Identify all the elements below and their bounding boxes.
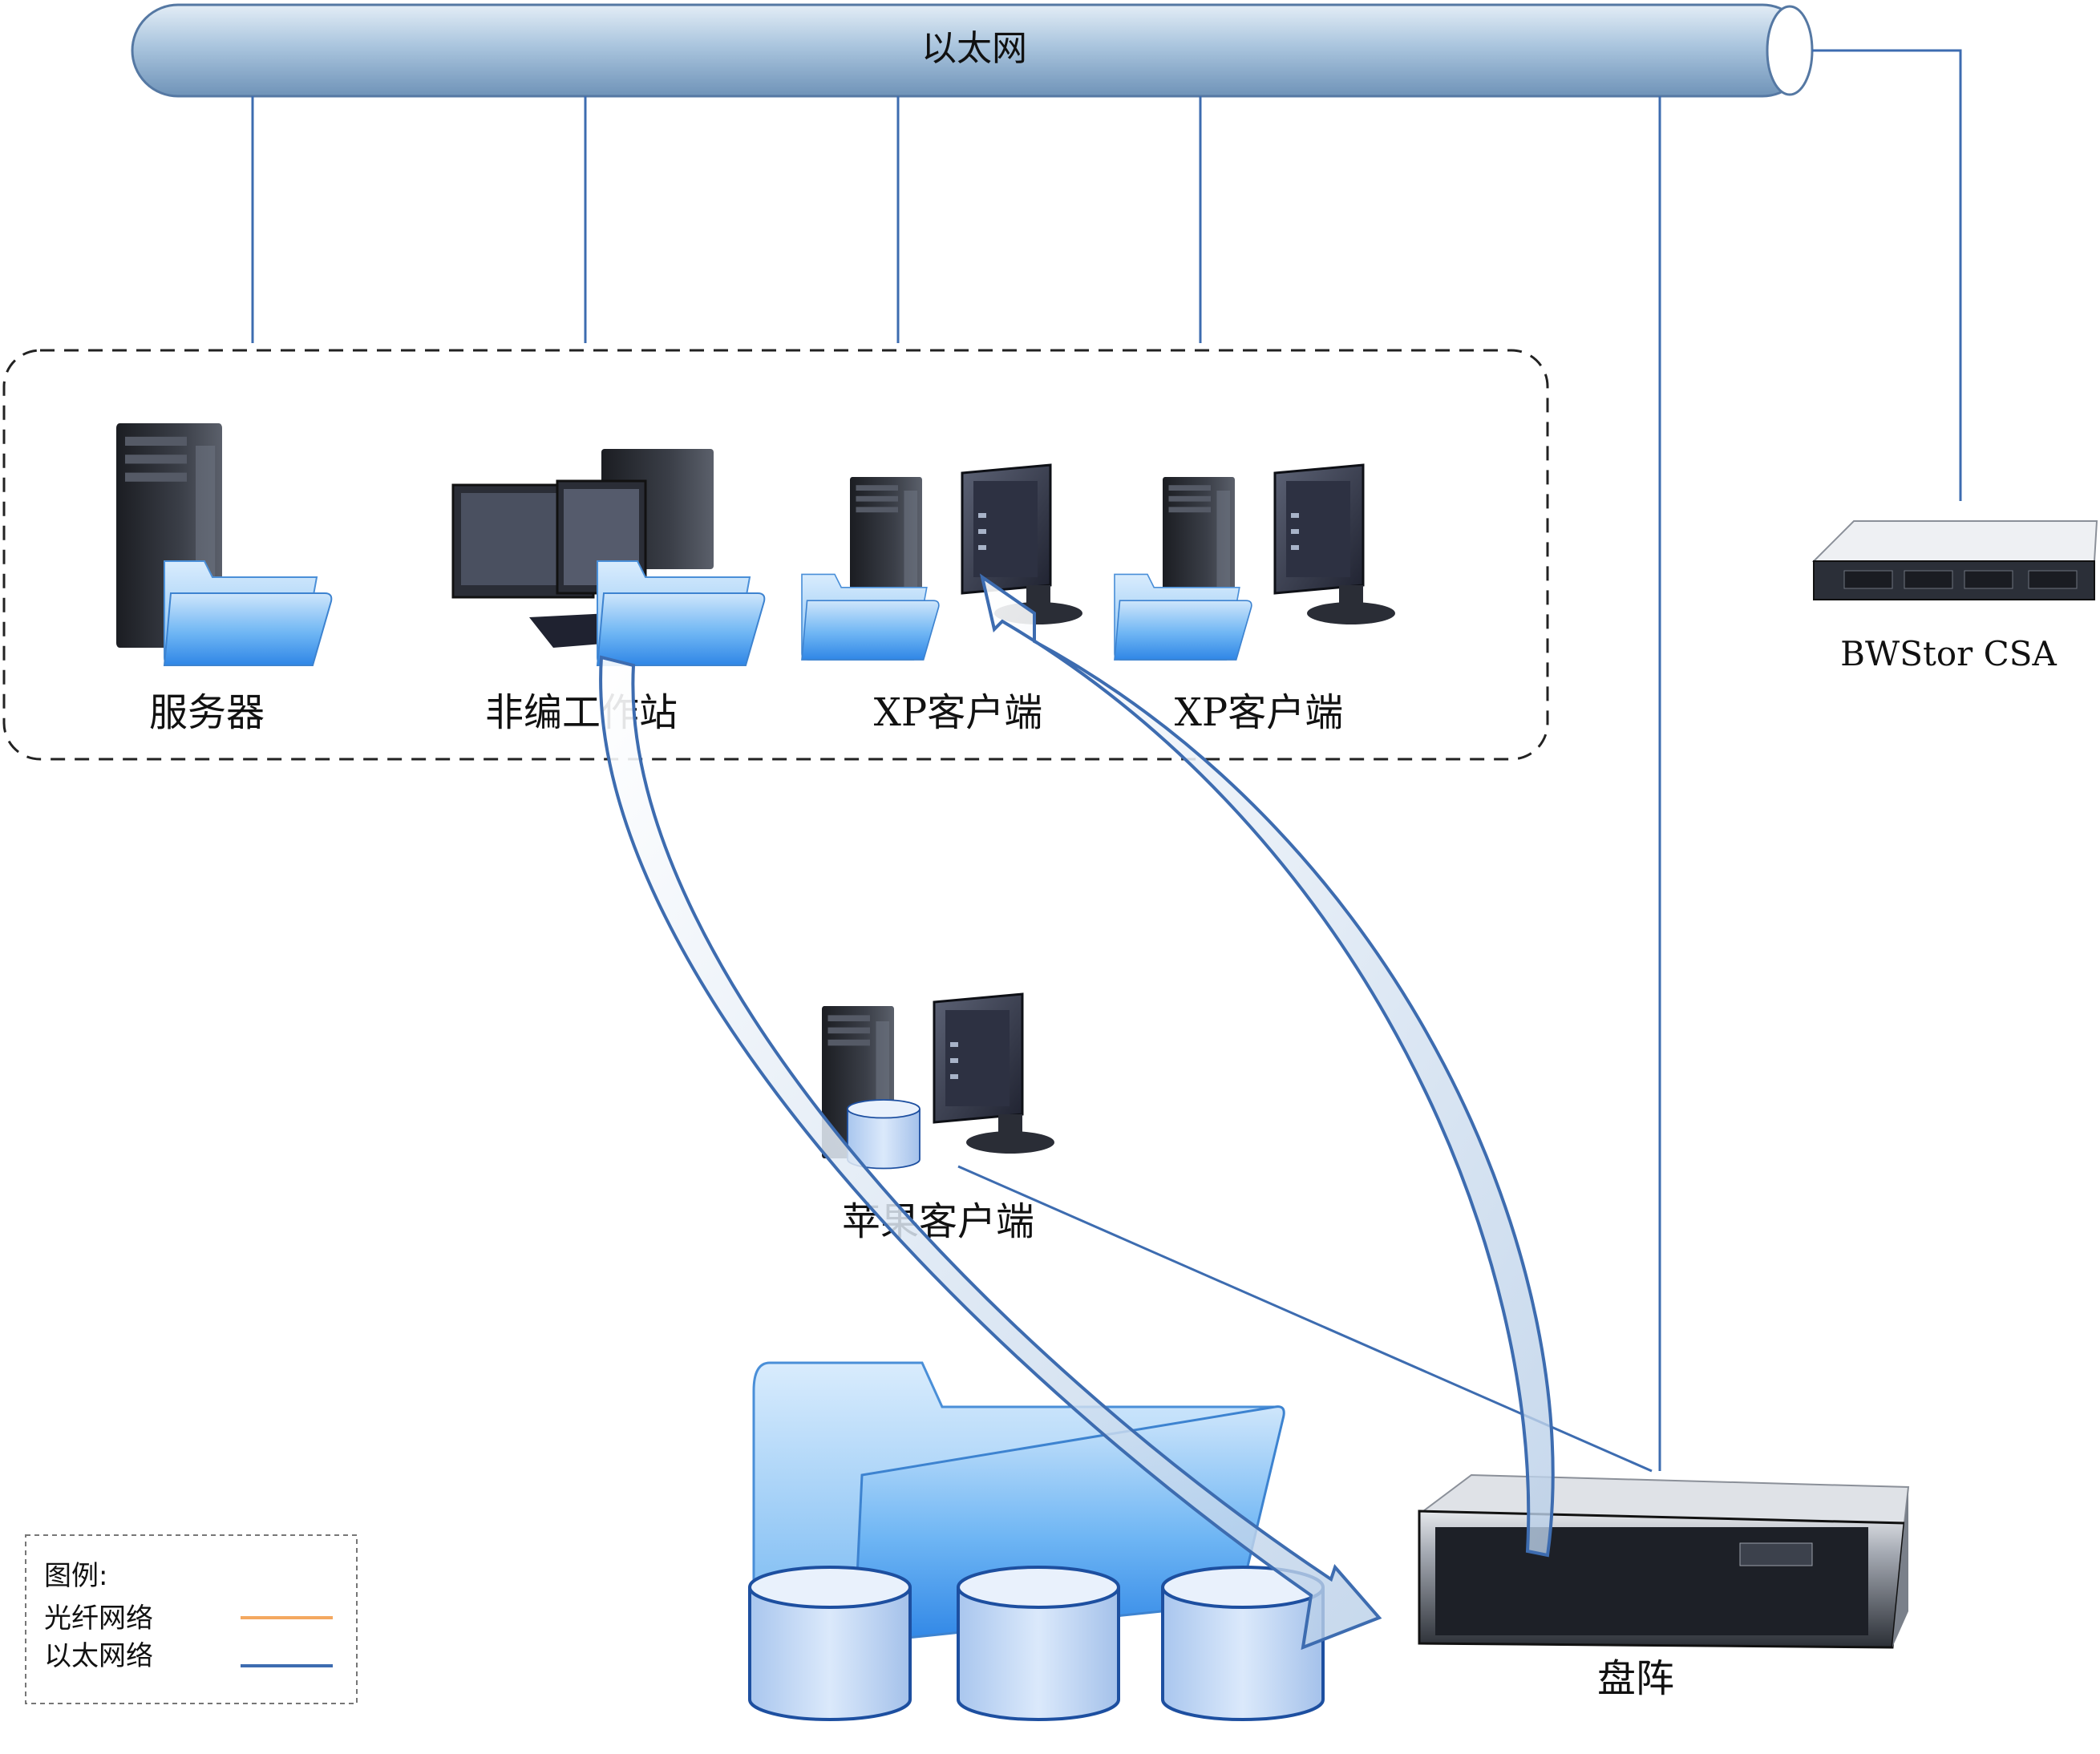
disk-array-label: 盘阵 [1597,1656,1674,1701]
server-label: 服务器 [149,690,265,735]
database-icon [1161,1566,1325,1721]
ethernet-connectors [251,49,1962,1473]
legend-title: 图例: [44,1560,107,1592]
mac-client-node[interactable]: 苹果客户端 [822,992,1056,1244]
nle-workstation-label: 非编工作站 [485,690,678,735]
folder-icon [597,560,766,666]
folder-icon [164,560,333,666]
monitor-icon [1273,463,1397,626]
database-icon [748,1566,912,1721]
xp-client-1-label: XP客户端 [874,690,1042,735]
flow-arrow-to-array [599,655,1382,1651]
data-flow-arrows [599,573,1555,1651]
folder-icon [801,573,940,661]
ethernet-label: 以太网 [921,28,1027,69]
disk-array-icon [1418,1473,1910,1649]
bwstor-node[interactable]: BWStor CSA [1811,520,2098,673]
nle-workstation-node[interactable]: 非编工作站 [451,449,766,735]
legend-item-fiber-label: 光纤网络 [44,1602,153,1635]
server-node[interactable]: 服务器 [116,423,333,735]
legend: 图例: 光纤网络 以太网络 [25,1534,358,1704]
xp-client-1-node[interactable]: XP客户端 [801,463,1084,735]
legend-item-ethernet-label: 以太网络 [44,1640,153,1672]
folder-icon [1114,573,1252,661]
rack-server-icon [1811,520,2098,600]
client-group-boundary [2,349,1549,761]
disk-array-node[interactable]: 盘阵 [1418,1473,1910,1701]
xp-client-2-node[interactable]: XP客户端 [1114,463,1397,735]
workstation-icon [451,449,714,648]
monitor-icon [933,992,1056,1155]
xp-client-2-label: XP客户端 [1175,690,1343,735]
bwstor-label: BWStor CSA [1840,634,2057,673]
ethernet-bus: 以太网 [131,3,1814,98]
monitor-icon [961,463,1084,626]
flow-arrow-to-xp-client [979,573,1555,1558]
database-icon [957,1566,1120,1721]
